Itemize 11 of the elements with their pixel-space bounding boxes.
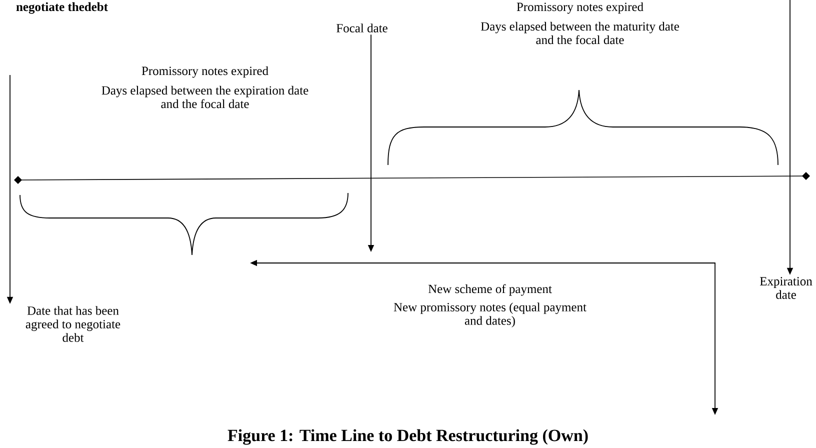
brace-label: Days elapsed between the maturity date and the focal date (480, 22, 680, 44)
brace-label: Promissory notes expired (142, 66, 268, 78)
note-text: New promissory notes (equal payment and dates) (394, 302, 586, 328)
date-label: Expiration date (760, 277, 812, 299)
brace-label: Promissory notes expired (516, 2, 644, 14)
brace-label: Days elapsed between the expiration date and the focal date (102, 86, 308, 108)
note-text: New scheme of payment (428, 284, 552, 296)
figure-caption: Figure 1: Time Line to Debt Restructuring (Own) (228, 429, 588, 445)
date-label: Date that has been agreed to negotiate debt (26, 306, 120, 342)
date-label: Focal date (336, 24, 388, 32)
bold-note: negotiate thedebt (16, 2, 108, 14)
